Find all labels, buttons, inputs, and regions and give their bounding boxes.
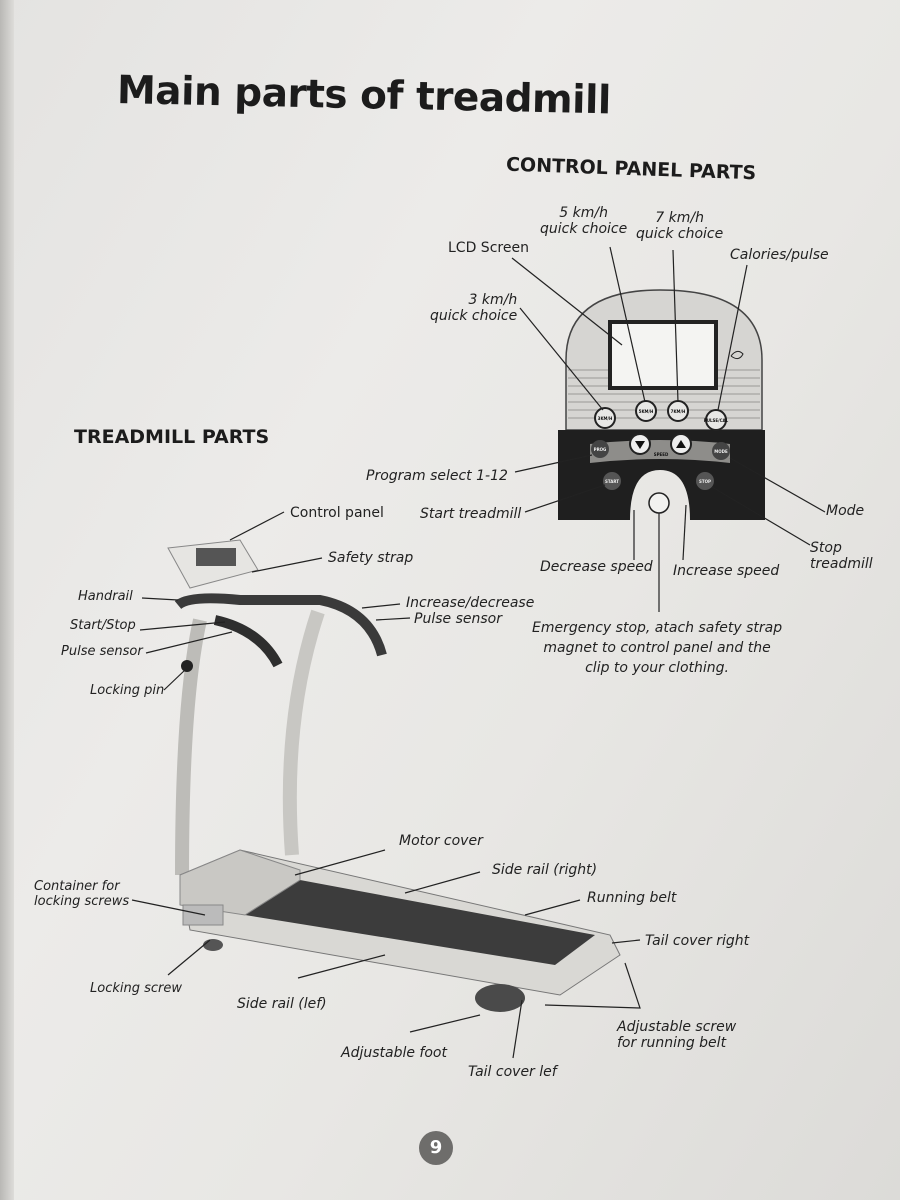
label-pulse-sensor-right: Pulse sensor (414, 611, 502, 627)
label-calories-pulse: Calories/pulse (730, 247, 829, 263)
label-adjustable-foot: Adjustable foot (341, 1045, 447, 1061)
label-pulse-sensor-left: Pulse sensor (61, 644, 143, 659)
control-panel-drawing: 3KM/H 5KM/H 7KM/H PULSE/CAL PROG SPEED M… (558, 289, 765, 520)
button-5kmh[interactable]: 5KM/H (639, 409, 654, 414)
label-motor-cover: Motor cover (399, 833, 483, 849)
label-decrease-speed: Decrease speed (540, 559, 653, 575)
label-tail-cover-right: Tail cover right (645, 933, 750, 949)
label-side-rail-left: Side rail (lef) (237, 996, 327, 1012)
treadmill-drawing (167, 539, 621, 1012)
button-pulse-cal[interactable]: PULSE/CAL (704, 418, 729, 423)
label-increase-speed: Increase speed (673, 563, 780, 579)
button-mode[interactable]: MODE (714, 449, 728, 454)
treadmill-leaders (131, 511, 641, 1059)
label-program-select: Program select 1-12 (366, 468, 508, 484)
control-panel-leaders (511, 246, 826, 612)
button-start[interactable]: START (605, 479, 619, 484)
label-handrail: Handrail (78, 589, 133, 604)
button-3kmh[interactable]: 3KM/H (598, 416, 613, 421)
label-start-stop: Start/Stop (70, 618, 136, 633)
label-locking-screw: Locking screw (90, 981, 183, 996)
label-start-treadmill: Start treadmill (420, 506, 522, 522)
button-7kmh[interactable]: 7KM/H (671, 409, 686, 414)
label-running-belt: Running belt (587, 890, 677, 906)
treadmill-parts-heading: TREADMILL PARTS (74, 426, 270, 448)
label-lcd-screen: LCD Screen (448, 240, 529, 256)
label-locking-pin: Locking pin (90, 683, 165, 698)
button-stop[interactable]: STOP (699, 479, 711, 484)
label-side-rail-right: Side rail (right) (492, 862, 598, 878)
label-mode: Mode (826, 503, 865, 519)
page-number: 9 (419, 1131, 453, 1165)
lcd-screen (608, 320, 718, 390)
label-safety-strap: Safety strap (328, 550, 414, 566)
label-increase-decrease: Increase/decrease (406, 595, 535, 611)
speed-label: SPEED (654, 452, 669, 457)
label-tail-cover-left: Tail cover lef (468, 1064, 557, 1080)
button-prog[interactable]: PROG (594, 447, 607, 452)
label-control-panel: Control panel (290, 505, 384, 521)
page-edge-shadow (0, 0, 14, 1200)
